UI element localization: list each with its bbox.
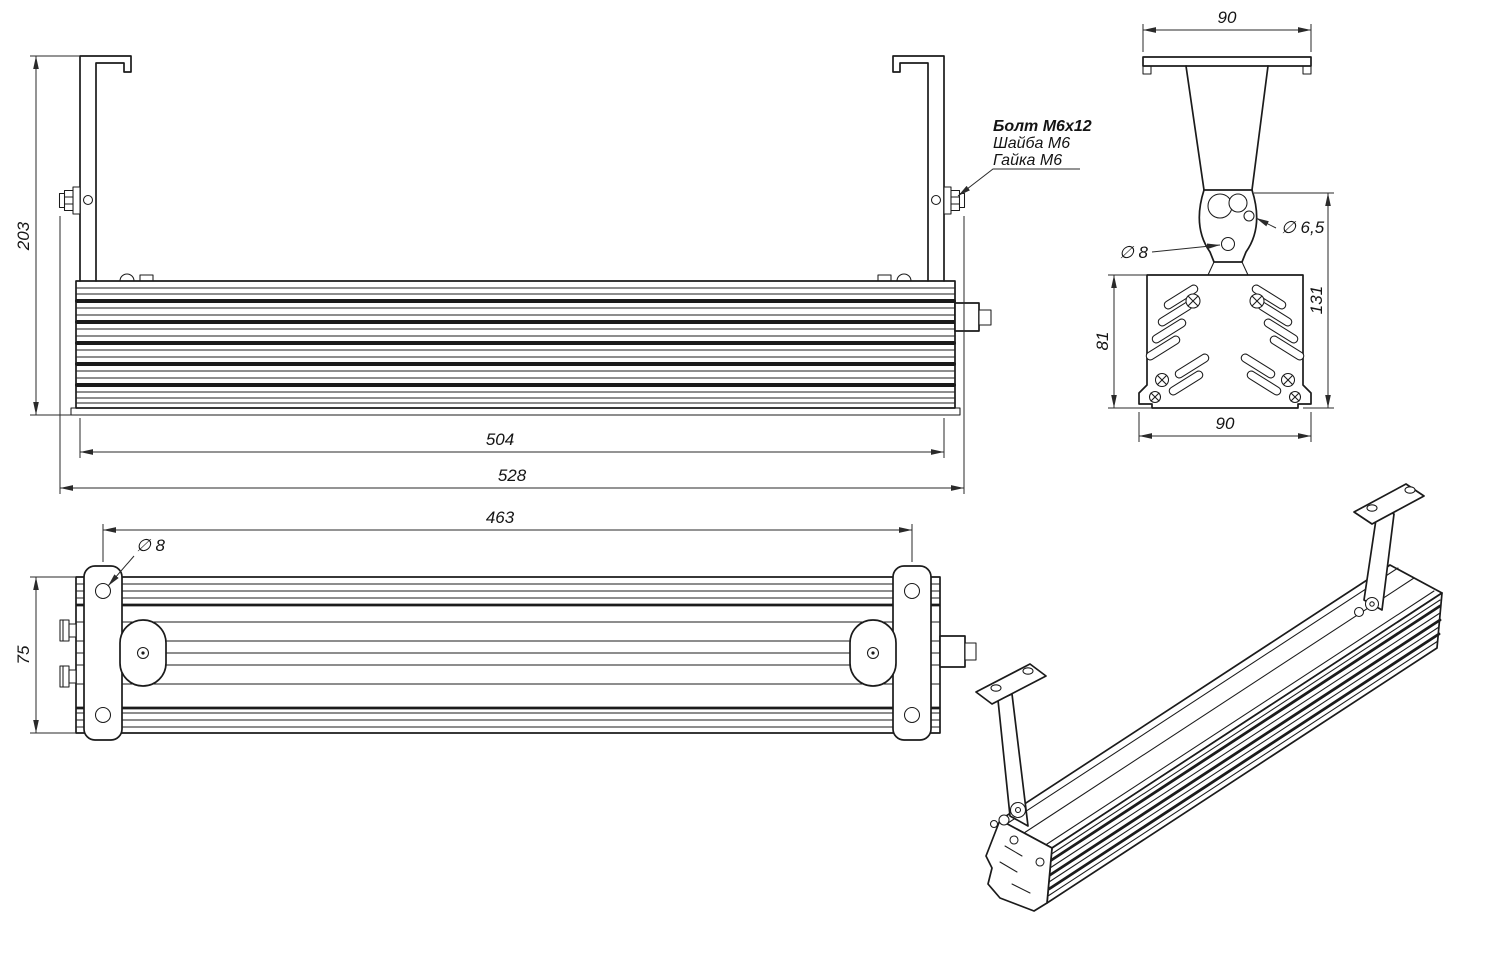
top-boss-right bbox=[896, 273, 912, 282]
mount-hole bbox=[94, 582, 112, 600]
mount-hole bbox=[94, 706, 112, 724]
callout-hole-axis: ∅ 8 bbox=[1119, 243, 1221, 262]
hole-8 bbox=[1220, 236, 1236, 252]
pivot-bolt-head bbox=[1207, 193, 1233, 219]
plan-connector bbox=[939, 635, 977, 668]
plan-bracket-plate-right bbox=[892, 565, 932, 741]
dim-504-label: 504 bbox=[486, 430, 514, 449]
dim-plan-mount-span: 463 bbox=[102, 508, 913, 562]
mount-hole bbox=[903, 582, 921, 600]
dim-203-label: 203 bbox=[14, 221, 33, 251]
dim-528-label: 528 bbox=[498, 466, 527, 485]
dim-81-label: 81 bbox=[1093, 332, 1112, 351]
callout-plan-hole: ∅ 8 bbox=[107, 536, 166, 587]
hole-6-5 bbox=[1243, 210, 1255, 222]
hardware-note: Болт М6х12 Шайба М6 Гайка М6 bbox=[957, 118, 1092, 197]
screw bbox=[1185, 293, 1201, 309]
screw bbox=[1154, 372, 1170, 388]
pivot-axis-hole bbox=[930, 194, 942, 206]
iso-end-cap bbox=[985, 819, 1053, 912]
dim-side-total-height: 131 bbox=[1254, 192, 1334, 409]
bolt-assembly-left bbox=[58, 186, 81, 215]
iso-bracket-rear bbox=[1353, 483, 1425, 618]
plan-body bbox=[75, 576, 941, 734]
dim-plan-depth: 75 bbox=[14, 576, 76, 734]
note-line-3: Гайка М6 bbox=[993, 152, 1062, 169]
screw bbox=[1280, 372, 1296, 388]
plan-bracket-plate-left bbox=[83, 565, 123, 741]
top-tab-right bbox=[877, 274, 892, 282]
mount-hole bbox=[903, 706, 921, 724]
front-connector bbox=[954, 302, 992, 332]
side-heatsink-section bbox=[1138, 274, 1312, 409]
iso-bracket-front bbox=[975, 663, 1047, 829]
dim-75-label: 75 bbox=[14, 645, 33, 664]
dim-131-label: 131 bbox=[1307, 286, 1326, 314]
screw bbox=[1288, 390, 1302, 404]
dim-front-height: 203 bbox=[14, 55, 80, 416]
dim-90-top-label: 90 bbox=[1218, 8, 1237, 27]
plan-view: 463 75 ∅ 8 bbox=[14, 508, 977, 741]
screw bbox=[1249, 293, 1265, 309]
front-bracket-left bbox=[58, 55, 132, 282]
note-leader-line bbox=[957, 168, 1080, 197]
plan-bolts-left bbox=[59, 619, 77, 688]
front-bracket-right bbox=[892, 55, 966, 282]
callout-plan-8-label: ∅ 8 bbox=[136, 536, 166, 555]
plan-pivot-boss-left bbox=[119, 619, 167, 687]
bracket-top-flange bbox=[1142, 56, 1312, 67]
callout-6-5-label: ∅ 6,5 bbox=[1281, 218, 1325, 237]
pivot-washer bbox=[1228, 193, 1248, 213]
callout-8-label: ∅ 8 bbox=[1119, 243, 1149, 262]
bolt-assembly-right bbox=[943, 186, 966, 215]
side-view: 90 ∅ 6,5 ∅ 8 81 131 bbox=[1093, 8, 1334, 442]
front-body bbox=[70, 273, 961, 416]
note-line-1: Болт М6х12 bbox=[993, 118, 1092, 135]
callout-hole-small: ∅ 6,5 bbox=[1255, 217, 1325, 237]
pivot-axis-hole bbox=[82, 194, 94, 206]
top-boss-left bbox=[119, 273, 135, 282]
top-tab-left bbox=[139, 274, 154, 282]
plan-pivot-boss-right bbox=[849, 619, 897, 687]
front-view: 203 504 528 Болт М6х12 Шайба М6 Гайка М6 bbox=[14, 55, 1092, 494]
side-bracket bbox=[1142, 56, 1312, 276]
dim-front-inner-width: 504 bbox=[79, 418, 945, 458]
dim-side-body-height: 81 bbox=[1093, 274, 1152, 409]
dim-90-bottom-label: 90 bbox=[1216, 414, 1235, 433]
dim-side-top-width: 90 bbox=[1142, 8, 1312, 52]
screw bbox=[1148, 390, 1162, 404]
dim-side-bottom-width: 90 bbox=[1138, 412, 1312, 442]
dim-front-overall-width: 528 bbox=[59, 216, 965, 494]
isometric-view bbox=[975, 483, 1443, 912]
note-line-2: Шайба М6 bbox=[993, 135, 1070, 152]
dim-463-label: 463 bbox=[486, 508, 515, 527]
iso-body bbox=[999, 564, 1443, 904]
